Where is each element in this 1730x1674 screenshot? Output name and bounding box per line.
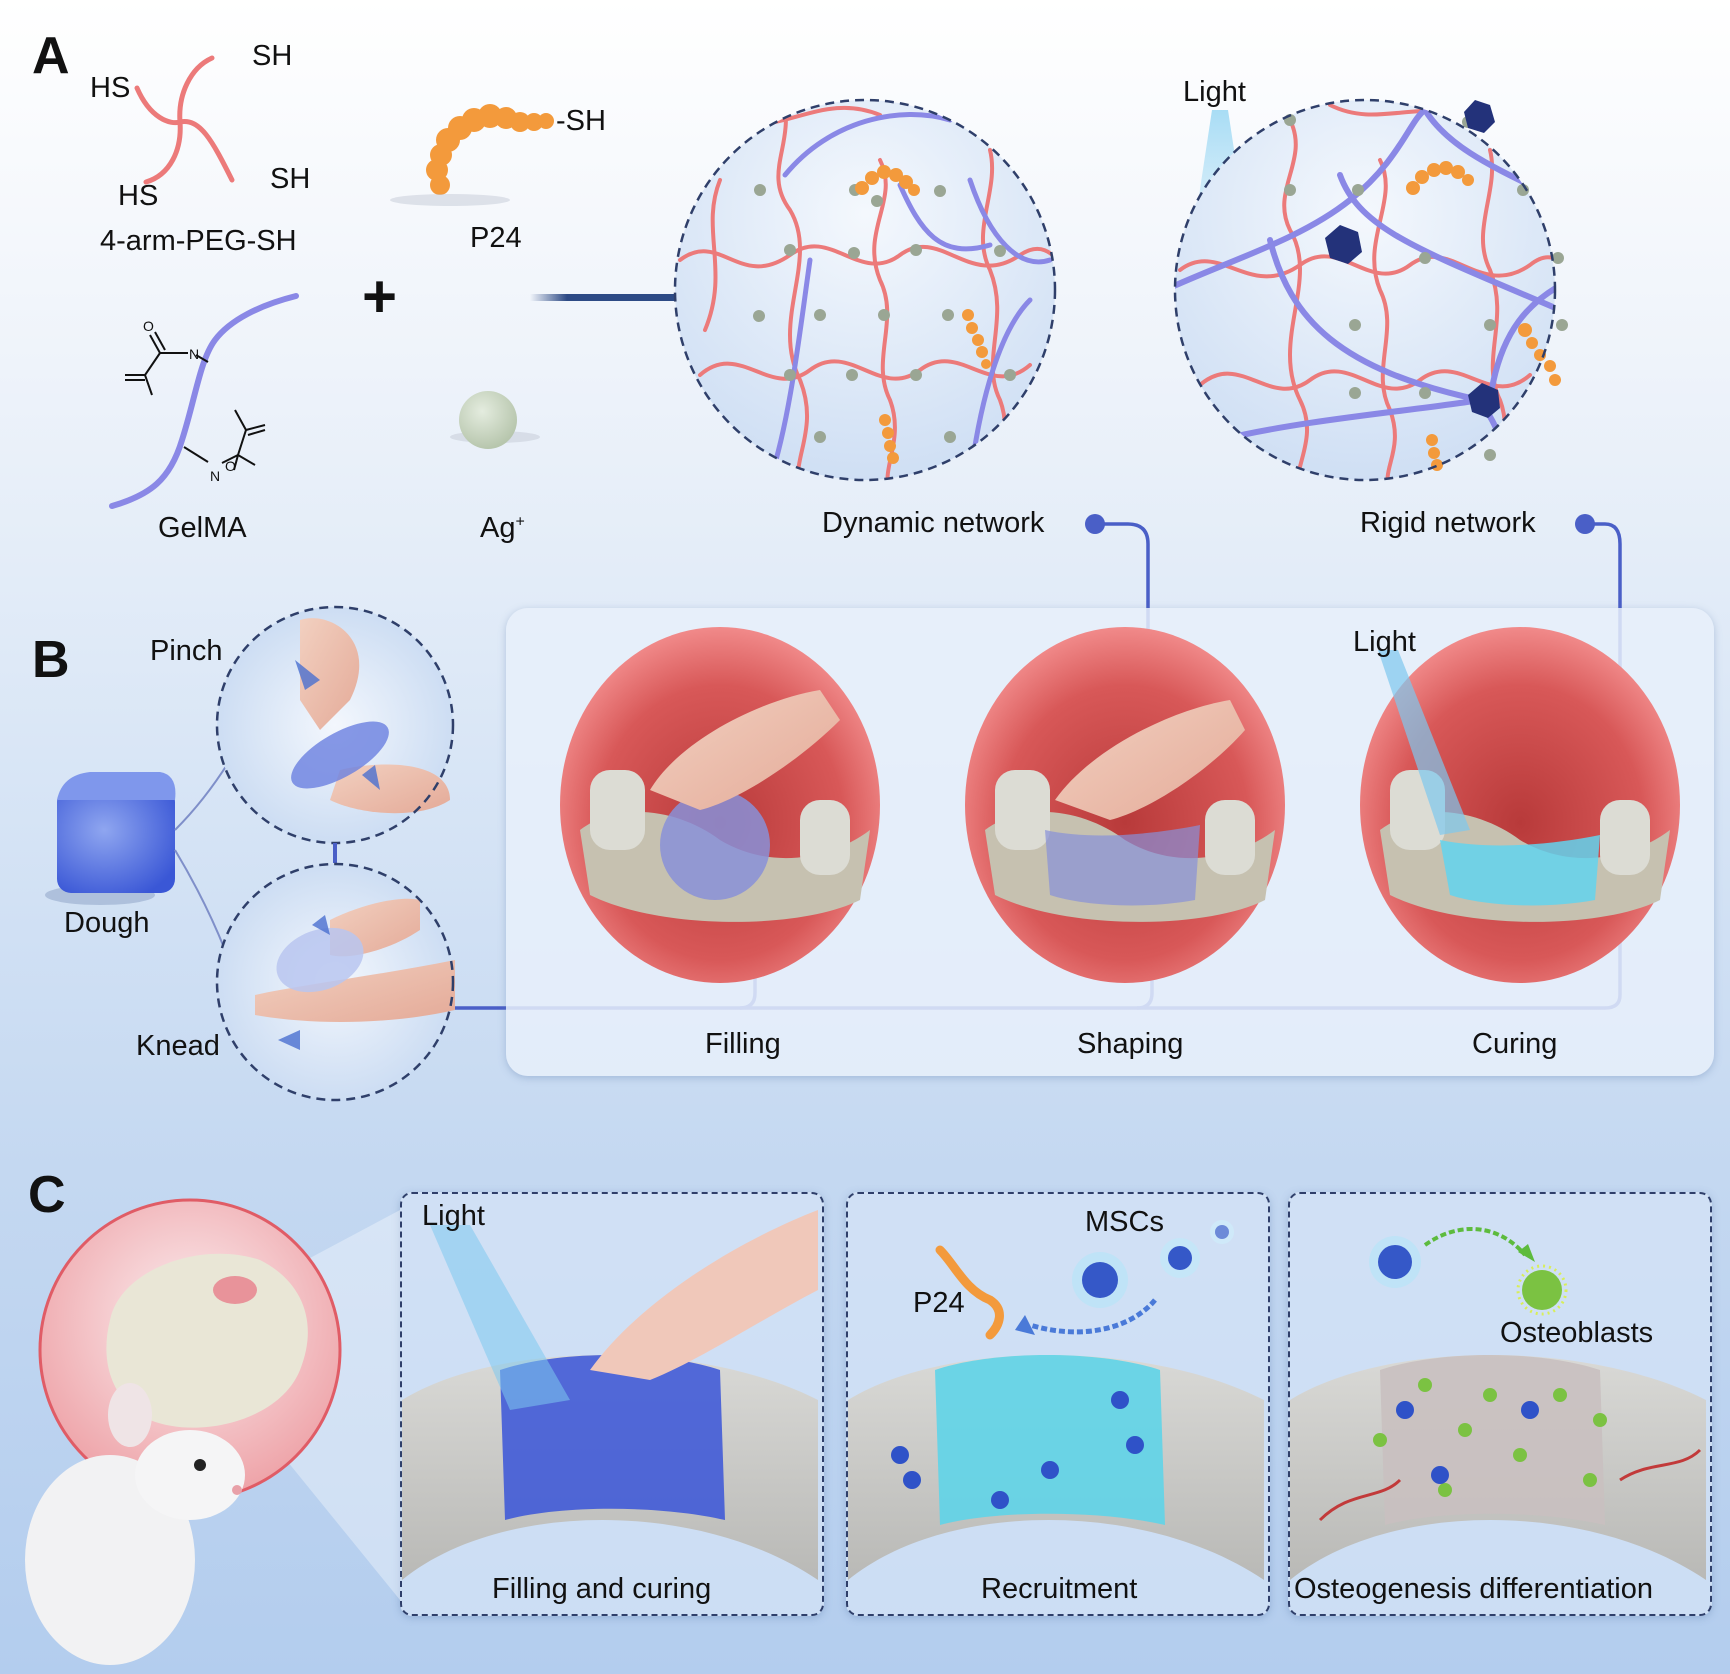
silver-ion-icon: [459, 391, 517, 449]
gelma-atom-n-bottom: N: [210, 468, 221, 484]
dynamic-network-label: Dynamic network: [822, 507, 1045, 539]
step-curing-label: Curing: [1472, 1028, 1558, 1060]
p24-peptide-icon: [426, 104, 554, 195]
peg-label: 4-arm-PEG-SH: [100, 225, 297, 257]
stage2-p24-label: P24: [913, 1287, 965, 1319]
step-shaping-label: Shaping: [1077, 1028, 1184, 1060]
stage1-label: Filling and curing: [492, 1573, 712, 1605]
methacrylamide-structure-icon: [125, 331, 266, 471]
plus-sign: +: [362, 263, 398, 330]
dynamic-network-diagram: [673, 98, 1057, 482]
gelma-atom-o-top: O: [143, 318, 154, 334]
stage-card-recruitment: [846, 1192, 1270, 1616]
gelma-chain-icon: [109, 293, 299, 509]
peg-arm-label-hs-bottom: HS: [118, 180, 159, 212]
p24-label: P24: [470, 222, 522, 254]
light-label-a: Light: [1183, 76, 1246, 108]
dental-application-card: [506, 608, 1714, 1076]
panel-c-letter: C: [28, 1166, 66, 1224]
knead-label: Knead: [136, 1030, 220, 1062]
stage2-label: Recruitment: [981, 1573, 1138, 1605]
peg-arm-label-hs-top: HS: [90, 72, 131, 104]
gelma-atom-n-top: N: [189, 346, 200, 362]
peg-molecule-icon: [134, 55, 235, 185]
stage1-light-label: Light: [422, 1200, 485, 1232]
pinch-label: Pinch: [150, 635, 223, 667]
p24-end-group-label: -SH: [556, 105, 606, 137]
rigid-network-connector-dot: [1575, 514, 1595, 534]
gelma-atom-o-bottom: O: [225, 458, 236, 474]
silver-ion-symbol: Ag: [480, 512, 516, 544]
dough-label: Dough: [64, 907, 150, 939]
stage3-osteoblast-label: Osteoblasts: [1500, 1317, 1654, 1349]
light-label-b: Light: [1353, 626, 1416, 658]
step-filling-label: Filling: [705, 1028, 781, 1060]
panel-b-letter: B: [32, 631, 70, 689]
peg-arm-label-sh-bottom: SH: [270, 163, 311, 195]
peg-arm-label-sh-top: SH: [252, 40, 293, 72]
panel-a-letter: A: [32, 27, 70, 85]
stage2-msc-label: MSCs: [1085, 1206, 1164, 1238]
rigid-network-diagram: [1173, 98, 1568, 482]
gelma-label: GelMA: [158, 512, 247, 544]
stage3-label: Osteogenesis differentiation: [1294, 1573, 1653, 1605]
dynamic-network-connector-dot: [1085, 514, 1105, 534]
rigid-network-label: Rigid network: [1360, 507, 1536, 539]
silver-ion-charge: +: [515, 513, 525, 531]
silver-ion-label: Ag+: [480, 512, 525, 545]
stage-card-filling-curing: [400, 1192, 824, 1616]
crosslink-node-icon: [1325, 100, 1500, 418]
stage-card-osteogenesis: [1288, 1192, 1712, 1616]
